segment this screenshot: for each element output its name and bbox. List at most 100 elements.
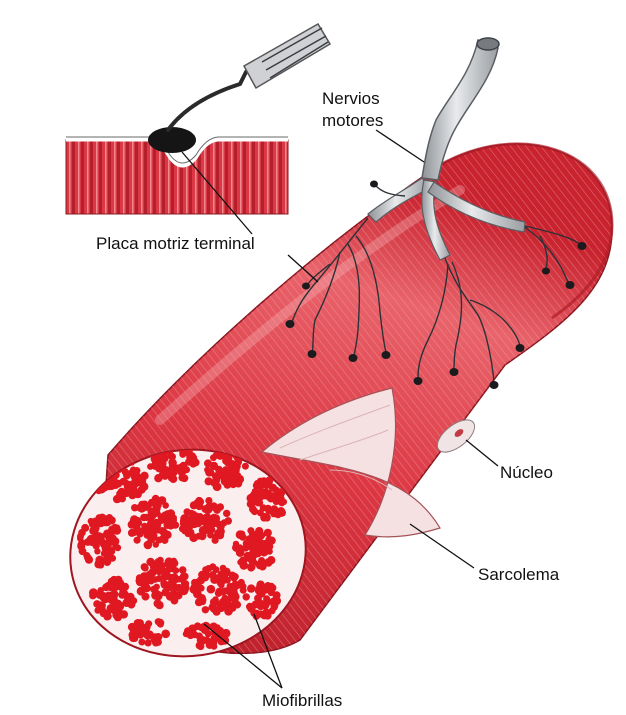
myofibril-dot [155,593,163,601]
myofibril-dot [198,625,205,632]
myofibril-dot [142,593,150,601]
myofibril-dot [138,639,145,646]
myofibril-dot [81,524,89,532]
myofibril-dot [212,476,220,484]
myofibril-dot [90,537,98,545]
label-nervios-line1: Nervios [322,89,380,108]
myofibril-dot [108,482,116,490]
myofibril-dot [154,599,162,607]
myofibril-dot [227,465,235,473]
myofibril-dot [152,639,160,647]
myofibril-dot [212,533,218,539]
myofibril-dot [171,515,177,521]
myofibril-dot [183,521,190,528]
myofibril-dot [198,585,205,592]
myofibril-dot [264,515,271,522]
myofibril-dot [100,471,107,478]
myofibril-dot [223,510,230,517]
myofibril-dot [256,499,263,506]
myofibril-dot [140,527,147,534]
myofibril-dot [223,455,230,462]
myofibril-dot [112,611,120,619]
myofibril-dot [196,642,204,650]
myofibril-dot [93,601,100,608]
myofibril-dot [128,529,136,537]
myofibril-dot [253,482,261,490]
myofibril-dot [239,533,246,540]
myofibril-dot [249,505,257,513]
myofibril-dot [77,533,84,540]
myofibril-dot [154,474,162,482]
label-nucleo: Núcleo [500,463,553,482]
myofibril-dot [155,464,163,472]
myofibril-dot [198,596,206,604]
myofibril-dot [151,499,158,506]
myofibril-dot [135,479,142,486]
myofibril-dot [207,585,216,594]
myofibril-dot [103,529,112,538]
leader-nucleo [466,440,498,466]
leader-nervios [376,130,424,162]
myofibril-dot [192,459,200,467]
myofibril-dot [160,580,166,586]
myofibril-dot [131,516,138,523]
myofibril-dot [274,511,281,518]
myofibril-dot [262,543,270,551]
end-plate-inset [66,24,330,214]
myofibril-dot [94,548,100,554]
myofibril-dot [84,554,92,562]
myofibril-dot [189,629,196,636]
myofibril-dot [108,578,115,585]
myofibril-dot [256,532,264,540]
myofibril-dot [153,541,159,547]
myofibril-dot [140,572,147,579]
myofibril-dot [96,591,104,599]
myofibril-dot [117,603,124,610]
myofibril-dot [161,630,170,639]
myofibril-dot [210,635,217,642]
myofibril-dot [236,544,244,552]
myofibril-dot [155,618,162,625]
myofibril-dot [142,565,149,572]
myofibril-dot [158,496,166,504]
myofibril-dot [191,583,199,591]
myofibril-dot [98,518,106,526]
myofibril-dot [264,582,271,589]
myofibril-dot [172,584,180,592]
myofibril-dot [168,565,176,573]
myofibril-dot [144,631,153,640]
myofibril-dot [150,586,158,594]
myofibril-dot [155,526,162,533]
myofibril-dot [196,498,204,506]
myofibril-dot [102,556,111,565]
myofibril-dot [169,475,177,483]
myofibril-dot [219,574,227,582]
myofibril-dot [89,521,97,529]
myofibril-dot [174,591,183,600]
myofibril-dot [144,541,153,550]
myofibril-dot [210,454,217,461]
myofibril-dot [248,556,256,564]
myofibril-dot [259,563,267,571]
myofibril-dot [137,629,145,637]
myofibril-dot [178,474,186,482]
myofibril-dot [183,466,190,473]
myofibril-dot [202,571,210,579]
myofibril-dot [164,573,171,580]
myofibril-dot [104,613,112,621]
myofibril-dot [134,619,143,628]
myofibril-dot [168,458,175,465]
myofibril-dot [232,593,240,601]
myofibril-dot [91,476,99,484]
myofibril-dot [177,576,184,583]
label-sarcolema: Sarcolema [478,565,560,584]
myofibril-dot [211,643,218,650]
myofibril-dot [133,467,140,474]
myofibril-dot [166,593,174,601]
myofibril-dot [240,561,249,570]
myofibril-dot [189,533,198,542]
myofibril-dot [130,597,137,604]
myofibril-dot [247,494,256,503]
myofibril-dot [262,491,271,500]
myofibril-dot [235,472,242,479]
